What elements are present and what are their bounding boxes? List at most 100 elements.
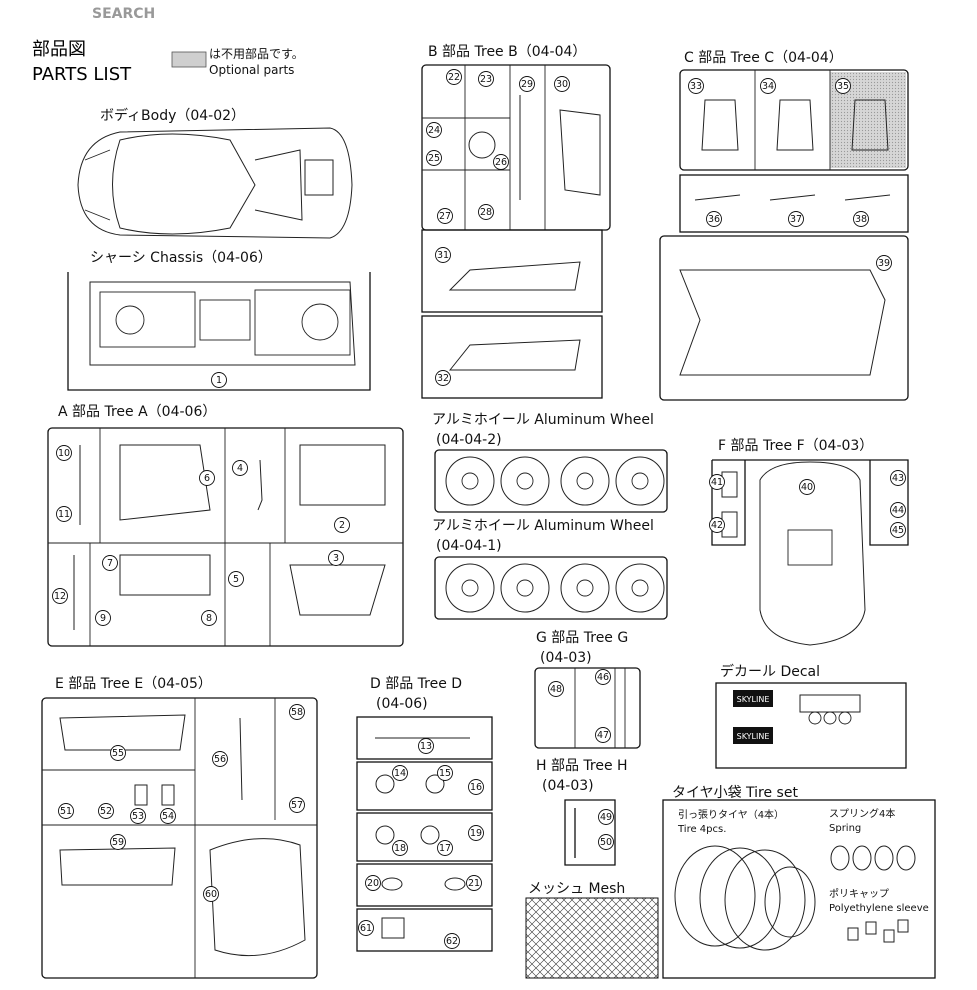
- part-callout-circle: [426, 122, 442, 138]
- part-callout-16: 16: [468, 779, 484, 795]
- part-callout-10: 10: [56, 445, 72, 461]
- part-number-label: 2: [339, 520, 345, 531]
- section-tree-e: E 部品 Tree E（04-05）: [55, 676, 212, 692]
- part-number-label: 57: [291, 800, 303, 811]
- part-number-label: 29: [521, 79, 533, 90]
- part-callout-33: 33: [688, 78, 704, 94]
- part-number-label: 34: [762, 81, 774, 92]
- part-callout-circle: [595, 727, 611, 743]
- sleeve-en: Polyethylene sleeve: [829, 903, 929, 914]
- part-number-label: 36: [708, 214, 720, 225]
- spring-en: Spring: [829, 823, 861, 834]
- part-number-label: 21: [468, 878, 480, 889]
- part-callout-22: 22: [446, 69, 462, 85]
- part-callout-circle: [56, 506, 72, 522]
- part-callout-circle: [199, 470, 215, 486]
- tree-h-frame: [564, 799, 616, 866]
- part-number-label: 52: [100, 806, 112, 817]
- spring-jp: スプリング4本: [829, 807, 895, 820]
- part-callout-55: 55: [110, 745, 126, 761]
- part-callout-19: 19: [468, 825, 484, 841]
- body-shell: [77, 127, 353, 239]
- part-callout-40: 40: [799, 479, 815, 495]
- section-tire-set: タイヤ小袋 Tire set: [672, 785, 798, 801]
- part-number-label: 39: [878, 258, 890, 269]
- part-callout-53: 53: [130, 808, 146, 824]
- decal-brand1: SKYLINE: [737, 695, 770, 704]
- part-callout-circle: [468, 779, 484, 795]
- part-callout-52: 52: [98, 803, 114, 819]
- part-callout-circle: [392, 765, 408, 781]
- part-number-label: 11: [58, 509, 70, 520]
- part-number-label: 53: [132, 811, 144, 822]
- part-callout-46: 46: [595, 669, 611, 685]
- tree-d-frame: [356, 716, 493, 952]
- part-number-label: 6: [204, 473, 210, 484]
- part-number-label: 41: [711, 477, 723, 488]
- part-callout-circle: [211, 372, 227, 388]
- part-callout-57: 57: [289, 797, 305, 813]
- part-callout-circle: [212, 751, 228, 767]
- part-callout-circle: [52, 588, 68, 604]
- part-callout-circle: [228, 571, 244, 587]
- part-callout-42: 42: [709, 517, 725, 533]
- part-number-label: 50: [600, 837, 612, 848]
- part-number-label: 24: [428, 125, 440, 136]
- part-callout-60: 60: [203, 886, 219, 902]
- part-number-label: 19: [470, 828, 482, 839]
- part-callout-circle: [760, 78, 776, 94]
- wheel-1-frame: [434, 449, 668, 513]
- section-tree-b: B 部品 Tree B（04-04）: [428, 44, 586, 60]
- part-callout-54: 54: [160, 808, 176, 824]
- part-number-label: 38: [855, 214, 867, 225]
- part-callout-circle: [201, 610, 217, 626]
- part-callout-circle: [444, 933, 460, 949]
- part-callout-circle: [437, 840, 453, 856]
- part-number-label: 56: [214, 754, 226, 765]
- part-callout-37: 37: [788, 211, 804, 227]
- part-callout-circle: [232, 460, 248, 476]
- part-callout-circle: [358, 920, 374, 936]
- part-callout-circle: [446, 69, 462, 85]
- part-number-label: 31: [437, 250, 449, 261]
- part-callout-circle: [110, 745, 126, 761]
- section-tree-d: D 部品 Tree D: [370, 676, 462, 692]
- part-number-label: 32: [437, 373, 449, 384]
- part-callout-3: 3: [328, 550, 344, 566]
- part-callout-24: 24: [426, 122, 442, 138]
- part-callout-4: 4: [232, 460, 248, 476]
- part-callout-circle: [519, 76, 535, 92]
- part-number-label: 5: [233, 574, 239, 585]
- part-callout-circle: [130, 808, 146, 824]
- chassis-part: [67, 272, 371, 391]
- tree-g-frame: [534, 667, 641, 749]
- part-callout-1: 1: [211, 372, 227, 388]
- part-callout-circle: [334, 517, 350, 533]
- part-number-label: 33: [690, 81, 702, 92]
- part-number-label: 14: [394, 768, 406, 779]
- part-number-label: 47: [597, 730, 609, 741]
- part-callout-31: 31: [435, 247, 451, 263]
- part-callout-20: 20: [365, 875, 381, 891]
- part-number-label: 15: [439, 768, 451, 779]
- part-callout-circle: [437, 208, 453, 224]
- part-callout-circle: [799, 479, 815, 495]
- part-callout-59: 59: [110, 834, 126, 850]
- part-number-label: 13: [420, 741, 432, 752]
- part-callout-circle: [95, 610, 111, 626]
- part-number-label: 4: [237, 463, 243, 474]
- part-callout-circle: [554, 76, 570, 92]
- watermark: SEARCH: [92, 6, 155, 22]
- legend-line1: は不用部品です。: [209, 46, 304, 61]
- part-number-label: 7: [107, 558, 113, 569]
- part-number-label: 28: [480, 207, 492, 218]
- part-callout-circle: [426, 150, 442, 166]
- part-callout-circle: [478, 71, 494, 87]
- part-callout-circle: [418, 738, 434, 754]
- part-callout-9: 9: [95, 610, 111, 626]
- part-callout-circle: [289, 797, 305, 813]
- part-number-label: 1: [216, 375, 222, 386]
- part-callout-14: 14: [392, 765, 408, 781]
- part-number-label: 27: [439, 211, 451, 222]
